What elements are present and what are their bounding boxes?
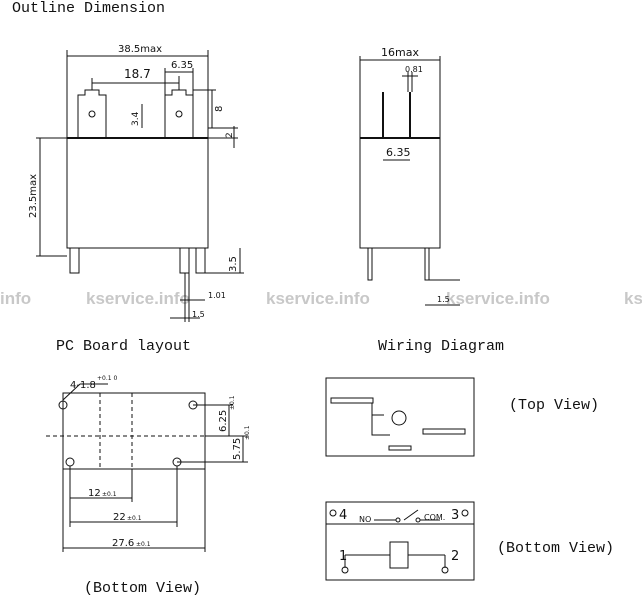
pcb-dim-c-tol: ±0.1 [102,491,117,498]
wiring-bottom-view [325,501,475,581]
top-terminal-bottom [388,445,412,451]
bottom-view-label-right: (Bottom View) [497,540,615,557]
pin2-label: 2 [451,549,459,564]
pcb-dim-e: 27.6 [112,538,134,549]
top-view-label: (Top View) [509,397,600,414]
top-view-body [325,377,475,457]
watermark-4: kservice.info [446,289,550,308]
pin-front-left [69,247,80,274]
pin-front-mid [179,247,190,274]
pcb-hole-1 [58,400,68,410]
pcb-dim-a-tol: ±0.1 [229,395,236,410]
top-coil-circle [391,410,407,426]
watermark-1: info [0,289,32,308]
pcb-hole-3 [65,457,75,467]
tab-left-hole [88,110,96,118]
top-terminal-right [422,428,466,435]
coil-symbol [389,541,409,569]
front-view [36,50,244,322]
pin-front-right [195,247,206,274]
side-tab-spacing-label: 6.35 [386,146,411,159]
tab-left [77,89,107,138]
wiring-top-view [325,377,475,457]
watermark-5: ks [624,289,642,308]
pcb-holes-label: 4-1.8 [70,380,96,391]
front-width-label: 38.5max [118,44,162,55]
side-tab-thick-label: 0.81 [405,65,423,74]
relay-body-front [66,137,209,249]
pcb-dim-b-tol: ±0.1 [244,425,251,440]
front-pitch-label: 18.7 [124,67,151,81]
watermark-2: kservice.info [86,289,190,308]
front-hole-label: 3.4 [131,111,141,126]
side-width-label: 16max [381,46,419,59]
pcb-outline [62,392,206,470]
front-tab-height-label: 8 [214,106,225,112]
contact-com [415,517,421,523]
pin4-label: 4 [339,508,347,523]
front-pin-length-label: 3.5 [228,256,239,272]
com-label: COM. [424,513,445,522]
watermark-3: kservice.info [266,289,370,308]
side-view [359,56,460,306]
front-pin-width-label: 1.01 [208,291,226,300]
side-pin-thick-label: 1.5 [437,295,450,304]
pin1-marker [341,566,349,574]
front-step-label: 2 [225,132,235,138]
tab-right [164,89,194,138]
pin2-marker [441,566,449,574]
pcb-dim-a: 6.25 [218,410,229,432]
pcb-dim-e-tol: ±0.1 [136,541,151,548]
pin3-marker [461,509,469,517]
top-terminal-left [330,397,374,404]
front-pin-thick-label: 1.5 [192,310,205,319]
bottom-view-label-left: (Bottom View) [84,580,202,597]
pc-board-layout-title: PC Board layout [56,338,192,355]
pcb-layout [46,383,248,552]
outline-dimension-title: Outline Dimension [12,0,166,17]
pcb-holes-tol: +0.1 0 [97,375,117,382]
pcb-dim-d-tol: ±0.1 [127,515,142,522]
contact-no [395,517,401,523]
tab-right-hole [175,110,183,118]
pin4-marker [329,509,337,517]
pcb-dim-d: 22 [113,512,126,523]
pin1-label: 1 [339,549,347,564]
pcb-dim-b: 5.75 [232,438,243,460]
wiring-diagram-title: Wiring Diagram [378,338,505,355]
side-pin-left [367,247,373,281]
pin3-label: 3 [451,508,459,523]
pcb-dim-c: 12 [88,488,101,499]
side-pin-right [424,247,430,281]
front-height-label: 23.5max [28,174,39,218]
no-label: NO [359,515,371,524]
front-tab-width-label: 6.35 [171,60,193,71]
